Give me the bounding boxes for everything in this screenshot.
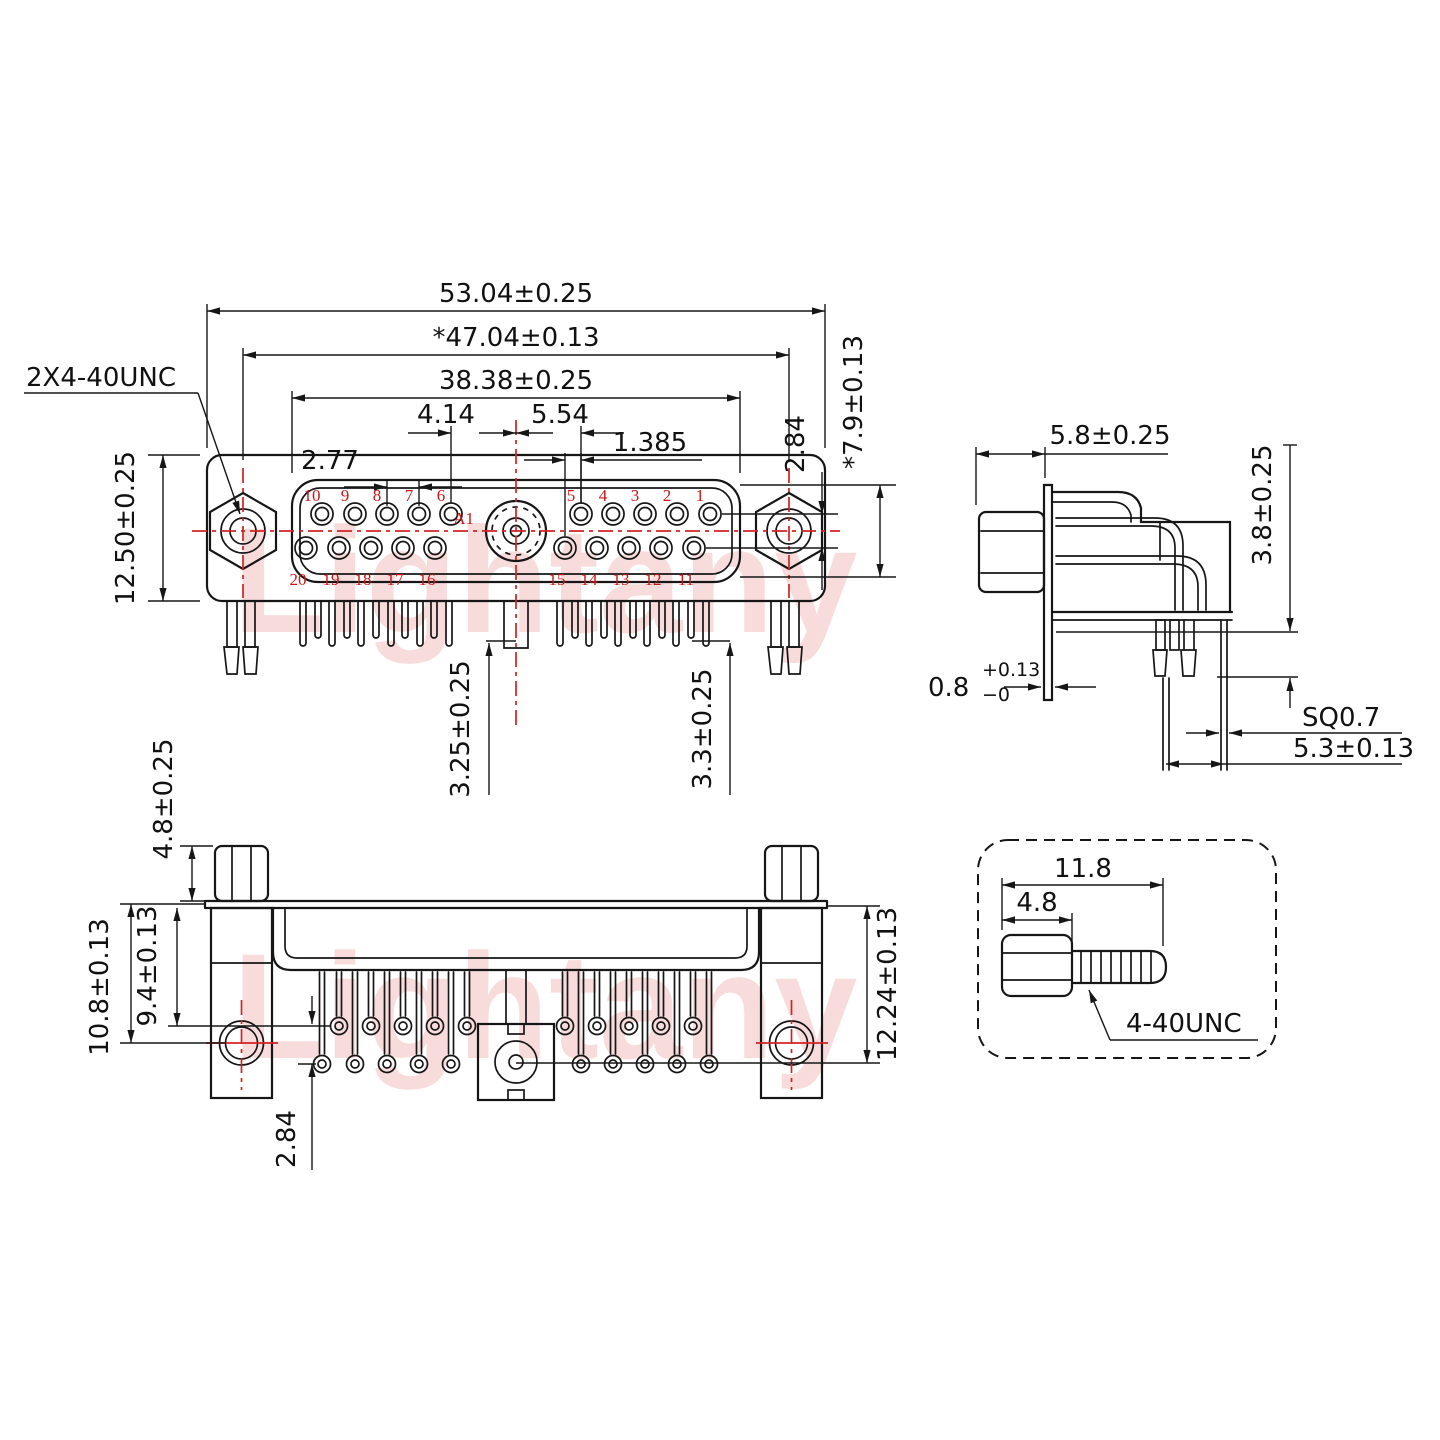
- dim-bracket-height: 3.8±0.25: [1248, 444, 1278, 565]
- dim-body-width: 53.04±0.25: [439, 279, 593, 309]
- dim-coax-left-gap: 4.14: [417, 400, 475, 430]
- dim-mount-spacing: *47.04±0.13: [432, 323, 599, 353]
- pin-number: 14: [581, 570, 599, 589]
- pin-number: 4: [599, 486, 608, 505]
- pin-contacts-bottom: [294, 536, 706, 560]
- dim-jack-center-depth: 10.8±0.13: [85, 918, 115, 1056]
- front-view: 10 9 8 7 6 5 4 3 2 1 A1 20 19 18 17 16 1…: [24, 279, 896, 798]
- dim-tail-length-right: 3.3±0.25: [688, 668, 718, 789]
- pin-number: 3: [631, 486, 640, 505]
- side-standoff: [977, 510, 1046, 594]
- centerlines: [192, 420, 840, 730]
- bottom-left-nut: [213, 844, 270, 903]
- pin-number: 1: [696, 486, 705, 505]
- dim-flange-tol-minus: −0: [982, 684, 1010, 706]
- side-pins: [1162, 619, 1228, 771]
- coax-number: A1: [453, 509, 474, 528]
- bottom-pins-left: [312, 971, 477, 1074]
- bottom-housing-outer: [271, 906, 761, 972]
- pin-number: 10: [304, 486, 321, 505]
- dim-pin-pitch: 2.77: [301, 446, 359, 476]
- pin-number: 13: [613, 570, 630, 589]
- pin-number: 9: [341, 486, 350, 505]
- bottom-right-nut: [763, 844, 820, 903]
- bottom-housing-inner: [284, 907, 748, 959]
- dim-screw-head-length: 4.8: [1016, 888, 1057, 918]
- screw-thread-callout: 4-40UNC: [1126, 1009, 1242, 1039]
- pin-number: 6: [437, 486, 446, 505]
- pin-number: 12: [645, 570, 662, 589]
- dim-bottom-row-spacing: 2.84: [272, 1110, 302, 1168]
- screw-dimensions: 11.8 4.8 4-40UNC: [1001, 854, 1258, 1041]
- dim-body-height: 12.50±0.25: [111, 451, 141, 605]
- pin-numbers: 10 9 8 7 6 5 4 3 2 1 A1 20 19 18 17 16 1…: [290, 486, 705, 589]
- screw-detail: 11.8 4.8 4-40UNC: [977, 839, 1277, 1059]
- pin-number: 7: [405, 486, 414, 505]
- dim-shroud-width: 38.38±0.25: [439, 366, 593, 396]
- left-screw-block: [206, 906, 278, 1100]
- side-pegs: [1152, 619, 1197, 677]
- side-view: 5.8±0.25 3.8±0.25 0.8 +0.13 −0 SQ0.7 5.3…: [928, 421, 1414, 771]
- solder-tails-right: [556, 600, 710, 647]
- dim-row-spacing: 2.84: [781, 415, 811, 473]
- side-dimensions: 5.8±0.25 3.8±0.25 0.8 +0.13 −0 SQ0.7 5.3…: [928, 421, 1414, 768]
- pin-number: 8: [373, 486, 382, 505]
- coax-tail: [503, 600, 529, 649]
- front-dimensions: 53.04±0.25 *47.04±0.13 38.38±0.25 4.14 5…: [24, 279, 896, 798]
- mounting-plate: [203, 899, 829, 910]
- pin-number: 19: [323, 570, 340, 589]
- dim-pad-row-depth: 12.24±0.13: [873, 907, 903, 1061]
- dim-front-depth: 5.8±0.25: [1049, 421, 1170, 451]
- coax-block: [476, 969, 556, 1102]
- dim-nut-height: 4.8±0.25: [149, 738, 179, 859]
- dim-flange-thickness: 0.8: [928, 673, 969, 703]
- dim-tail-length-center: 3.25±0.25: [446, 660, 476, 798]
- solder-tails-left: [299, 600, 453, 647]
- bottom-dimensions: 4.8±0.25 10.8±0.13 9.4±0.13 2.84 12.24±0…: [85, 738, 903, 1170]
- thread-callout: 2X4-40UNC: [26, 363, 176, 393]
- dim-screw-total-length: 11.8: [1054, 854, 1112, 884]
- dim-flange-tol-plus: +0.13: [982, 659, 1040, 681]
- jack-screw: [1000, 933, 1168, 998]
- bottom-view: 4.8±0.25 10.8±0.13 9.4±0.13 2.84 12.24±0…: [85, 738, 903, 1170]
- pin-number: 11: [678, 570, 694, 589]
- pin-number: 5: [567, 486, 576, 505]
- dim-row-stagger: 1.385: [613, 428, 687, 458]
- bottom-pins-right: [555, 971, 719, 1074]
- side-housing: [1050, 490, 1234, 621]
- pin-number: 18: [355, 570, 372, 589]
- front-right-pegs: [767, 600, 803, 675]
- pin-number: 16: [419, 570, 436, 589]
- pin-number: 2: [663, 486, 672, 505]
- dim-coax-right-gap: 5.54: [531, 400, 589, 430]
- side-flange: [1042, 483, 1054, 702]
- pin-number: 17: [387, 570, 405, 589]
- front-left-pegs: [223, 600, 259, 675]
- dim-pin-square: SQ0.7: [1302, 703, 1380, 733]
- dim-first-row-depth: 9.4±0.13: [133, 905, 163, 1026]
- dim-pin-offset: 5.3±0.13: [1293, 734, 1414, 764]
- dim-footprint-height: *7.9±0.13: [839, 335, 869, 469]
- right-screw-block: [756, 906, 828, 1100]
- detail-frame: [977, 839, 1277, 1059]
- pin-number: 20: [290, 570, 307, 589]
- pin-number: 15: [549, 570, 566, 589]
